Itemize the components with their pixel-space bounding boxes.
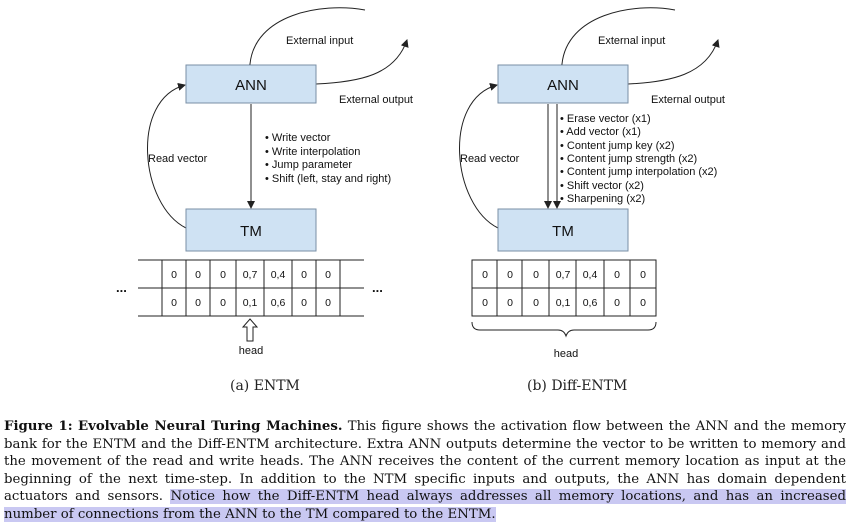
memory-cell: 0 [533, 269, 539, 281]
memory-cell: 0 [507, 297, 513, 309]
head-label-a: head [239, 345, 263, 357]
memory-cell: 0 [171, 297, 177, 309]
memory-cell: 0 [325, 297, 331, 309]
ellipsis-left-a: ... [116, 280, 127, 295]
subfigure-label-b: (b) Diff-ENTM [527, 378, 628, 394]
output-item-b: • Shift vector (x2) [560, 180, 644, 192]
memory-cell: 0,7 [243, 269, 258, 281]
memory-cell: 0,4 [271, 269, 286, 281]
external-output-label-a: External output [339, 94, 413, 106]
external-input-arrow-a [245, 7, 366, 72]
tm-label-a: TM [240, 223, 262, 240]
brace-icon [471, 321, 657, 338]
caption-body: This figure shows the activation flow be… [4, 419, 846, 505]
output-item-b: • Content jump strength (x2) [560, 153, 697, 165]
output-item-b: • Erase vector (x1) [560, 113, 651, 125]
memory-cells-a: 0 0 0 0,7 0,4 0 0 0 0 0 0,1 0,6 0 0 [171, 269, 331, 309]
memory-cell: 0,4 [583, 269, 598, 281]
external-output-arrow-a [315, 39, 409, 85]
caption-title: Evolvable Neural Turing Machines. [77, 419, 343, 434]
tm-box-b [497, 208, 629, 252]
output-item-a: • Shift (left, stay and right) [265, 173, 391, 185]
memory-cell: 0,6 [271, 297, 286, 309]
memory-cell: 0 [220, 269, 226, 281]
figure-diagram: ANN TM External input External output Re… [116, 7, 725, 360]
memory-cell: 0,6 [583, 297, 598, 309]
ann-box-b [497, 64, 629, 104]
tm-label-b: TM [552, 223, 574, 240]
external-output-label-b: External output [651, 94, 725, 106]
caption-figure-label: Figure 1: [4, 419, 73, 434]
memory-cell: 0 [220, 297, 226, 309]
external-output-arrow-b [627, 39, 720, 85]
ann-label-b: ANN [547, 77, 579, 94]
output-item-a: • Jump parameter [265, 159, 352, 171]
memory-tape-a [138, 259, 364, 317]
memory-cell: 0,1 [243, 297, 258, 309]
output-item-b: • Add vector (x1) [560, 126, 641, 138]
memory-cell: 0,1 [556, 297, 571, 309]
memory-cell: 0 [482, 297, 488, 309]
memory-cell: 0 [301, 297, 307, 309]
memory-cell: 0 [533, 297, 539, 309]
memory-cells-b: 0 0 0 0,7 0,4 0 0 0 0 0 0,1 0,6 0 0 [482, 269, 646, 309]
memory-cell: 0,7 [556, 269, 571, 281]
memory-tape-b [471, 259, 657, 317]
memory-cell: 0 [640, 297, 646, 309]
memory-cell: 0 [482, 269, 488, 281]
panel-a: ANN TM External input External output Re… [116, 7, 413, 357]
memory-cell: 0 [171, 269, 177, 281]
head-arrow-icon [241, 318, 259, 342]
output-item-b: • Content jump key (x2) [560, 140, 675, 152]
external-input-label-a: External input [286, 35, 353, 47]
memory-cell: 0 [640, 269, 646, 281]
read-vector-label-b: Read vector [460, 153, 520, 165]
output-item-b: • Content jump interpolation (x2) [560, 166, 717, 178]
head-label-b: head [554, 348, 578, 360]
figure-caption: Figure 1: Evolvable Neural Turing Machin… [4, 418, 846, 524]
subfigure-label-a: (a) ENTM [230, 378, 300, 394]
output-item-b: • Sharpening (x2) [560, 193, 645, 205]
output-list-a: • Write vector • Write interpolation • J… [265, 132, 391, 185]
ann-label-a: ANN [235, 77, 267, 94]
ann-box-a [185, 64, 317, 104]
read-vector-label-a: Read vector [148, 153, 208, 165]
ellipsis-right-a: ... [372, 280, 383, 295]
output-list-b: • Erase vector (x1) • Add vector (x1) • … [560, 113, 717, 205]
tm-box-a [185, 208, 317, 252]
output-item-a: • Write vector [265, 132, 331, 144]
external-input-label-b: External input [598, 35, 665, 47]
panel-b: ANN TM External input External output Re… [459, 7, 725, 360]
external-input-arrow-b [557, 7, 676, 72]
output-item-a: • Write interpolation [265, 146, 360, 158]
memory-cell: 0 [195, 269, 201, 281]
read-vector-arrow-b [459, 82, 499, 229]
memory-cell: 0 [614, 297, 620, 309]
read-vector-arrow-a [147, 82, 187, 229]
memory-cell: 0 [507, 269, 513, 281]
memory-cell: 0 [325, 269, 331, 281]
memory-cell: 0 [614, 269, 620, 281]
memory-cell: 0 [195, 297, 201, 309]
memory-cell: 0 [301, 269, 307, 281]
